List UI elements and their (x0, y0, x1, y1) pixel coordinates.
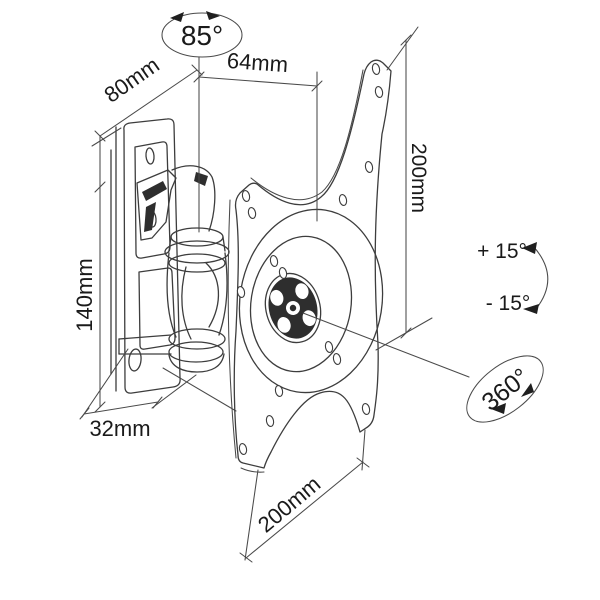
swivel-angle-label: 85° (181, 20, 223, 51)
rotation-hub (264, 272, 322, 344)
tilt-arrow-icon (522, 242, 539, 314)
rotation-label: 360° (477, 363, 535, 417)
tilt-up-label: + 15° (477, 240, 527, 263)
screw-holes (236, 63, 384, 455)
vesa-horizontal-label: 200mm (253, 471, 325, 537)
tilt-joint (118, 56, 237, 412)
dimension-wall-plate-depth: 80mm (91, 52, 203, 147)
vesa-vertical-label: 200mm (407, 143, 430, 213)
dimension-tilt: + 15° - 15° (477, 240, 549, 315)
dimension-rotation: 360° (302, 312, 544, 423)
wall-plate-roller (128, 348, 142, 372)
wall-plate-height-label: 140mm (72, 258, 97, 331)
dimension-vesa-horizontal: 200mm (239, 429, 370, 563)
wall-plate-slot-top (145, 147, 155, 165)
dimension-wall-plate-height: 140mm (72, 135, 106, 413)
pivot-to-plate-label: 64mm (226, 48, 289, 77)
swivel-arrows-icon (170, 11, 220, 22)
rotation-arrow-icon (491, 383, 534, 414)
support-arm (118, 334, 237, 412)
wall-offset-label: 32mm (89, 416, 150, 441)
dimension-wall-offset: 32mm (79, 348, 197, 441)
dimension-swivel: 85° (161, 11, 243, 58)
vesa-plate (227, 59, 392, 473)
latch-detail (136, 165, 216, 241)
center-boss-inner (249, 235, 353, 373)
dimension-vesa-vertical: 200mm (375, 26, 433, 351)
dimension-pivot-to-plate: 64mm (193, 48, 323, 222)
tilt-down-label: - 15° (486, 292, 531, 315)
wall-plate (110, 118, 216, 394)
